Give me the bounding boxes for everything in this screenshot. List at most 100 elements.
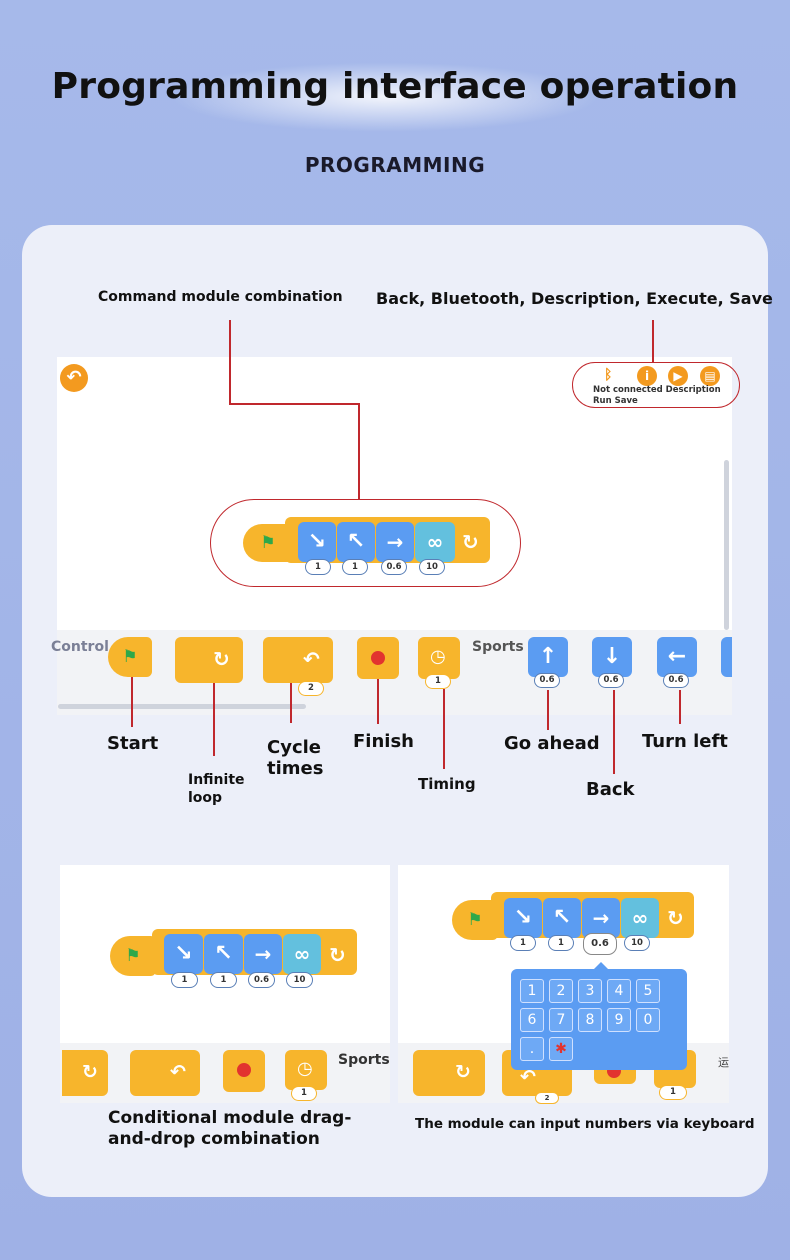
save-icon: ▤ <box>704 369 716 383</box>
connector-line <box>290 683 292 723</box>
value-pill[interactable]: 10 <box>624 935 650 951</box>
bluetooth-icon[interactable]: ᛒ <box>604 367 613 383</box>
value-pill[interactable]: 0.6 <box>381 559 407 575</box>
timer-icon: ◷ <box>297 1058 313 1079</box>
run-button[interactable]: ▶ <box>668 366 688 386</box>
vertical-scrollbar[interactable] <box>724 460 729 630</box>
value-pill[interactable]: 0.6 <box>534 673 560 688</box>
palette-cycle-block[interactable]: ↶ <box>263 637 333 683</box>
back-button[interactable]: ↶ <box>60 364 88 392</box>
palette-turn-left-block[interactable]: ← <box>657 637 697 677</box>
turn-right-icon: ↘ <box>513 905 533 930</box>
page-title: Programming interface operation <box>51 66 739 107</box>
value-pill[interactable]: 1 <box>291 1086 317 1101</box>
connector-line <box>377 679 379 724</box>
turn-left-block[interactable]: ↖ <box>204 934 243 974</box>
palette-infinite-loop-block[interactable]: ↻ <box>175 637 243 683</box>
repeat-block[interactable]: ∞ <box>283 934 321 974</box>
key-decimal[interactable]: . <box>520 1037 544 1061</box>
value-pill[interactable]: 2 <box>535 1092 559 1104</box>
partial-category-label: 运 <box>718 1056 729 1069</box>
value-pill[interactable]: 1 <box>305 559 331 575</box>
save-button[interactable]: ▤ <box>700 366 720 386</box>
turn-left-block[interactable]: ↖ <box>337 522 375 562</box>
loop-icon: ↻ <box>329 943 346 967</box>
start-block[interactable]: ⚑ <box>452 900 498 940</box>
value-pill[interactable]: 0.6 <box>248 972 275 988</box>
value-pill[interactable]: 1 <box>510 935 536 951</box>
palette-timing-block[interactable]: ◷ <box>418 637 460 679</box>
category-sports[interactable]: Sports <box>338 1052 390 1068</box>
palette-finish-block[interactable] <box>357 637 399 679</box>
label-cycle-times: Cycle times <box>267 737 324 779</box>
key-1[interactable]: 1 <box>520 979 544 1003</box>
key-6[interactable]: 6 <box>520 1008 544 1032</box>
start-block[interactable]: ⚑ <box>110 936 156 976</box>
value-pill[interactable]: 2 <box>298 681 324 696</box>
key-7[interactable]: 7 <box>549 1008 573 1032</box>
value-pill[interactable]: 1 <box>171 972 198 988</box>
value-pill[interactable]: 1 <box>548 935 574 951</box>
arrow-up-icon: ↑ <box>538 644 558 669</box>
turn-right-block[interactable]: ↘ <box>298 522 336 562</box>
palette-go-ahead-block[interactable]: ↑ <box>528 637 568 677</box>
loop-icon: ↻ <box>667 906 684 930</box>
timer-icon: ◷ <box>430 646 446 667</box>
key-9[interactable]: 9 <box>607 1008 631 1032</box>
annotation-toolbar: Back, Bluetooth, Description, Execute, S… <box>376 289 773 308</box>
key-delete[interactable]: ✱ <box>549 1037 573 1061</box>
title-highlight <box>170 62 600 132</box>
key-5[interactable]: 5 <box>636 979 660 1003</box>
connector-line <box>229 403 359 405</box>
start-block[interactable]: ⚑ <box>243 524 293 562</box>
keypad-pointer <box>593 962 609 970</box>
arrow-right-icon: → <box>254 942 272 966</box>
value-pill[interactable]: 10 <box>286 972 313 988</box>
value-pill[interactable]: 1 <box>425 674 451 689</box>
palette-cycle-block[interactable]: ↶ <box>130 1050 200 1096</box>
arrow-left-icon: ← <box>667 644 687 669</box>
category-control[interactable]: Control <box>51 639 109 655</box>
label-start: Start <box>107 733 159 754</box>
value-pill[interactable]: 0.6 <box>598 673 624 688</box>
turn-left-block[interactable]: ↖ <box>543 898 581 938</box>
undo-icon: ↶ <box>170 1061 186 1083</box>
turn-right-icon: ↘ <box>174 941 193 966</box>
palette-start-block[interactable]: ⚑ <box>108 637 152 677</box>
value-pill[interactable]: 10 <box>419 559 445 575</box>
palette-finish-block[interactable] <box>223 1050 265 1092</box>
repeat-block[interactable]: ∞ <box>621 898 659 938</box>
forward-block[interactable]: → <box>376 522 414 562</box>
description-button[interactable]: i <box>637 366 657 386</box>
repeat-block[interactable]: ∞ <box>415 522 455 562</box>
value-pill-active[interactable]: 0.6 <box>583 933 617 955</box>
palette-infinite-loop-block[interactable]: ↻ <box>62 1050 108 1096</box>
key-8[interactable]: 8 <box>578 1008 602 1032</box>
value-pill[interactable]: 1 <box>342 559 368 575</box>
turn-right-block[interactable]: ↘ <box>504 898 542 938</box>
turn-left-icon: ↖ <box>346 529 366 554</box>
toolbar-labels-row1: Not connected Description <box>593 385 721 395</box>
key-2[interactable]: 2 <box>549 979 573 1003</box>
arrow-down-icon: ↓ <box>602 644 622 669</box>
label-turn-left: Turn left <box>642 731 728 752</box>
value-pill[interactable]: 0.6 <box>663 673 689 688</box>
palette-partial-block[interactable] <box>721 637 732 677</box>
forward-block[interactable]: → <box>582 898 620 938</box>
key-3[interactable]: 3 <box>578 979 602 1003</box>
value-pill[interactable]: 1 <box>659 1085 687 1100</box>
stop-icon <box>237 1063 251 1077</box>
key-0[interactable]: 0 <box>636 1008 660 1032</box>
turn-right-block[interactable]: ↘ <box>164 934 203 974</box>
turn-left-icon: ↖ <box>214 941 233 966</box>
palette-infinite-loop-block[interactable]: ↻ <box>413 1050 485 1096</box>
forward-block[interactable]: → <box>244 934 282 974</box>
horizontal-scrollbar[interactable] <box>58 704 306 709</box>
palette-timing-block[interactable]: ◷ <box>285 1050 327 1090</box>
flag-icon: ⚑ <box>467 910 483 930</box>
info-icon: i <box>644 369 650 383</box>
palette-back-block[interactable]: ↓ <box>592 637 632 677</box>
category-sports[interactable]: Sports <box>472 639 524 655</box>
key-4[interactable]: 4 <box>607 979 631 1003</box>
value-pill[interactable]: 1 <box>210 972 237 988</box>
